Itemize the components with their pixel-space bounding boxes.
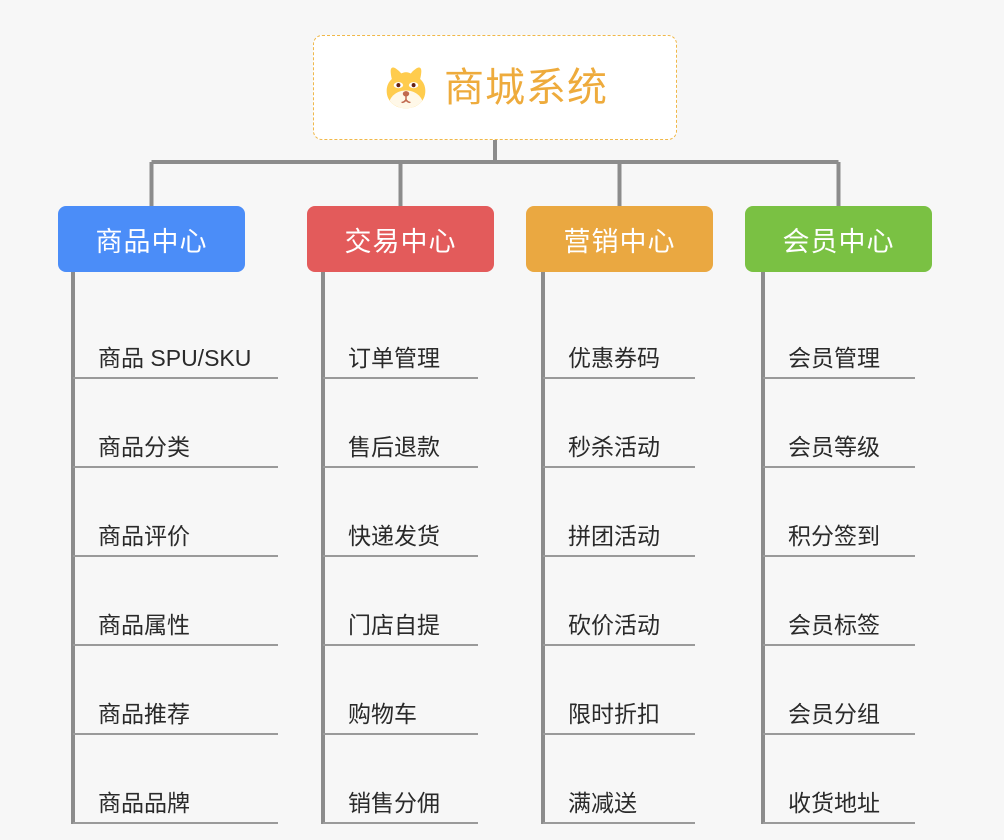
leaf-item-label: 售后退款: [348, 434, 440, 461]
leaf-item-label: 快递发货: [348, 523, 440, 550]
leaf-item[interactable]: 优惠券码: [543, 290, 695, 379]
category-node-label: 商品中心: [95, 226, 208, 257]
category-node-member-center[interactable]: 会员中心: [745, 206, 932, 272]
leaf-item-label: 商品评价: [98, 523, 190, 550]
leaf-item-label: 商品 SPU/SKU: [98, 345, 252, 372]
leaf-item[interactable]: 会员管理: [763, 290, 915, 379]
leaf-item[interactable]: 商品 SPU/SKU: [73, 290, 278, 379]
leaf-item-label: 会员分组: [788, 701, 880, 728]
leaf-item[interactable]: 积分签到: [763, 468, 915, 557]
leaf-item[interactable]: 秒杀活动: [543, 379, 695, 468]
leaf-item-label: 满减送: [568, 790, 637, 817]
leaf-item-label: 订单管理: [348, 345, 440, 372]
leaf-item[interactable]: 限时折扣: [543, 646, 695, 735]
leaf-item[interactable]: 订单管理: [323, 290, 478, 379]
leaf-item-label: 秒杀活动: [568, 434, 660, 461]
root-title: 商城系统: [444, 65, 608, 110]
leaf-item[interactable]: 售后退款: [323, 379, 478, 468]
leaf-item[interactable]: 砍价活动: [543, 557, 695, 646]
leaf-item-label: 门店自提: [348, 612, 440, 639]
leaf-item[interactable]: 会员分组: [763, 646, 915, 735]
leaf-item[interactable]: 门店自提: [323, 557, 478, 646]
leaf-item-label: 会员等级: [788, 434, 880, 461]
category-node-marketing-center[interactable]: 营销中心: [526, 206, 713, 272]
category-node-label: 营销中心: [563, 226, 676, 257]
dog-face-icon: [386, 66, 426, 108]
leaf-item[interactable]: 收货地址: [763, 735, 915, 824]
leaf-item-label: 会员管理: [788, 345, 880, 372]
leaf-item-label: 购物车: [348, 701, 417, 728]
leaf-item[interactable]: 商品推荐: [73, 646, 278, 735]
leaf-item[interactable]: 会员等级: [763, 379, 915, 468]
leaf-item-label: 拼团活动: [568, 523, 660, 550]
root-node[interactable]: 商城系统: [313, 35, 677, 140]
leaf-item[interactable]: 商品分类: [73, 379, 278, 468]
category-node-product-center[interactable]: 商品中心: [58, 206, 245, 272]
leaf-item-label: 商品推荐: [98, 701, 190, 728]
leaf-item-label: 限时折扣: [568, 701, 660, 728]
leaf-item[interactable]: 商品属性: [73, 557, 278, 646]
leaf-item-label: 销售分佣: [348, 790, 440, 817]
category-node-transaction-center[interactable]: 交易中心: [307, 206, 494, 272]
leaf-item-label: 商品分类: [98, 434, 190, 461]
category-node-label: 交易中心: [344, 226, 457, 257]
leaf-item[interactable]: 满减送: [543, 735, 695, 824]
leaf-item-label: 会员标签: [788, 612, 880, 639]
leaf-item[interactable]: 拼团活动: [543, 468, 695, 557]
leaf-item[interactable]: 快递发货: [323, 468, 478, 557]
leaf-item[interactable]: 销售分佣: [323, 735, 478, 824]
leaf-item-label: 优惠券码: [568, 345, 660, 372]
leaf-item-label: 收货地址: [788, 790, 880, 817]
leaf-item[interactable]: 商品评价: [73, 468, 278, 557]
category-node-label: 会员中心: [782, 226, 895, 257]
leaf-item-label: 商品品牌: [98, 790, 190, 817]
leaf-item-label: 商品属性: [98, 612, 190, 639]
leaf-item-label: 砍价活动: [568, 612, 660, 639]
leaf-item[interactable]: 商品品牌: [73, 735, 278, 824]
leaf-item[interactable]: 会员标签: [763, 557, 915, 646]
leaf-item[interactable]: 购物车: [323, 646, 478, 735]
leaf-item-label: 积分签到: [788, 523, 880, 550]
